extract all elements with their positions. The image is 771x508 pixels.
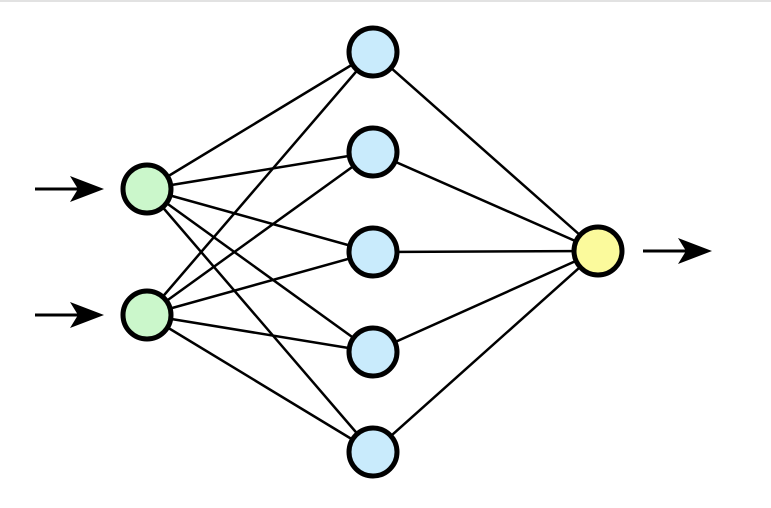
edge-input-1-hidden-3	[146, 187, 374, 254]
edge-hidden-3-output-1	[372, 249, 599, 254]
node-hidden-3	[346, 225, 400, 279]
node-hidden-2	[346, 125, 400, 179]
output-arrow-1-head	[678, 238, 712, 264]
input-arrow-2-head	[70, 302, 104, 328]
node-output-1	[571, 224, 625, 278]
node-input-2	[120, 288, 174, 342]
edge-hidden-5-output-1	[372, 250, 599, 453]
edge-input-2-hidden-4	[146, 313, 374, 354]
node-input-1	[120, 162, 174, 216]
edge-input-1-hidden-1	[146, 50, 374, 191]
input-arrow-1-head	[70, 176, 104, 202]
edge-hidden-4-output-1	[372, 249, 599, 354]
edge-input-2-hidden-5	[146, 313, 374, 454]
edge-input-2-hidden-3	[146, 250, 374, 317]
edge-hidden-1-output-1	[372, 51, 599, 252]
window-top-border	[0, 0, 771, 2]
edge-input-1-hidden-4	[146, 187, 374, 354]
edge-hidden-2-output-1	[372, 150, 599, 253]
node-hidden-1	[346, 25, 400, 79]
edge-input-1-hidden-5	[146, 188, 374, 453]
edge-input-2-hidden-1	[146, 51, 374, 316]
edge-input-1-hidden-2	[146, 150, 374, 191]
node-hidden-5	[346, 425, 400, 479]
edge-input-2-hidden-2	[146, 150, 374, 317]
node-hidden-4	[346, 325, 400, 379]
